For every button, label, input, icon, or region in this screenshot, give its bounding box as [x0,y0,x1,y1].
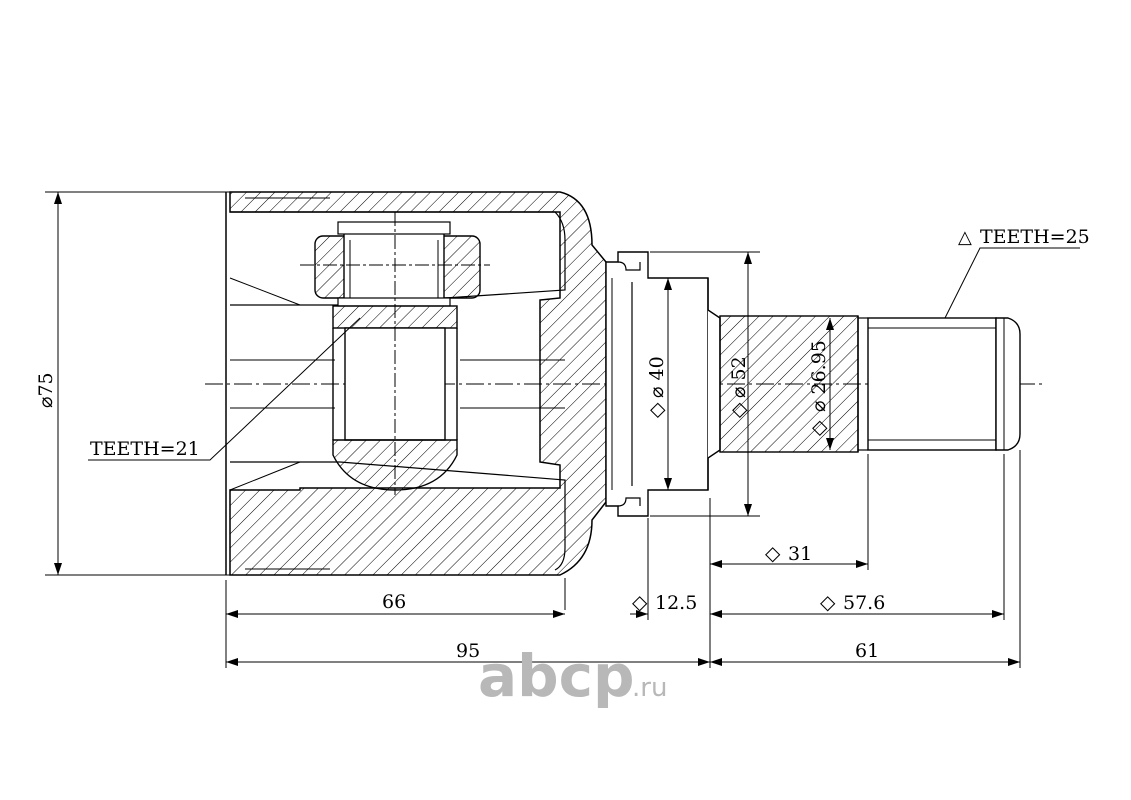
dim-shaft-diameter: ⌀ 26.95 [808,340,830,412]
tripod-assembly [300,212,490,495]
roller-cap-bottom [337,297,451,307]
diamond-marker-flange: ◇ [632,590,648,614]
flange-groove-top [617,261,641,271]
diamond-marker-spline: ◇ [726,402,750,418]
watermark-brand: abcp [478,642,635,710]
flange-groove-bottom [617,497,641,507]
housing-cavity-top [230,211,566,306]
dim-flange-width: 12.5 [655,592,697,614]
roller-needle-cage [343,231,445,303]
roller-cap-top [337,221,451,235]
dim-spline-length: 31 [788,543,812,565]
dim-total-left: 95 [456,640,480,662]
housing [225,191,607,576]
shaft-end-cap [995,317,1021,451]
spline-shaft [707,278,1021,490]
diamond-marker-bore: ◇ [644,402,668,418]
housing-cavity-bottom [230,461,566,571]
label-teeth-inner: TEETH=21 [90,438,200,460]
dimension-texts: ⌀75 ⌀ 40 ◇ ⌀ 52 ◇ ⌀ 26.95 ◇ 66 ◇ 12.5 ◇ … [35,226,1090,662]
watermark-logo: abcp .ru [478,642,667,710]
diamond-marker-spline-length: ◇ [765,541,781,565]
dim-shaft-length: 57.6 [843,592,885,614]
dim-outer-diameter: ⌀75 [35,372,57,408]
dim-total-right: 61 [855,640,879,662]
housing-taper-upper [229,277,301,306]
flange [605,251,709,517]
dim-housing-length: 66 [382,591,406,613]
arrowheads [54,192,1020,666]
shaft-thread [867,317,997,451]
dim-spline-diameter: ⌀ 52 [728,356,750,398]
watermark-suffix: .ru [632,673,667,703]
dim-bore-diameter: ⌀ 40 [646,356,668,398]
diamond-marker-shaft: ◇ [806,420,830,436]
spline-section [719,315,859,453]
dimension-lines [45,191,1080,668]
diamond-marker-shaft-length: ◇ [820,590,836,614]
label-teeth-outer: TEETH=25 [980,226,1090,248]
housing-wall-upper [229,191,607,576]
shaft-neck [707,278,721,490]
housing-taper-lower [229,461,301,491]
triangle-marker-teeth: △ [958,227,972,248]
